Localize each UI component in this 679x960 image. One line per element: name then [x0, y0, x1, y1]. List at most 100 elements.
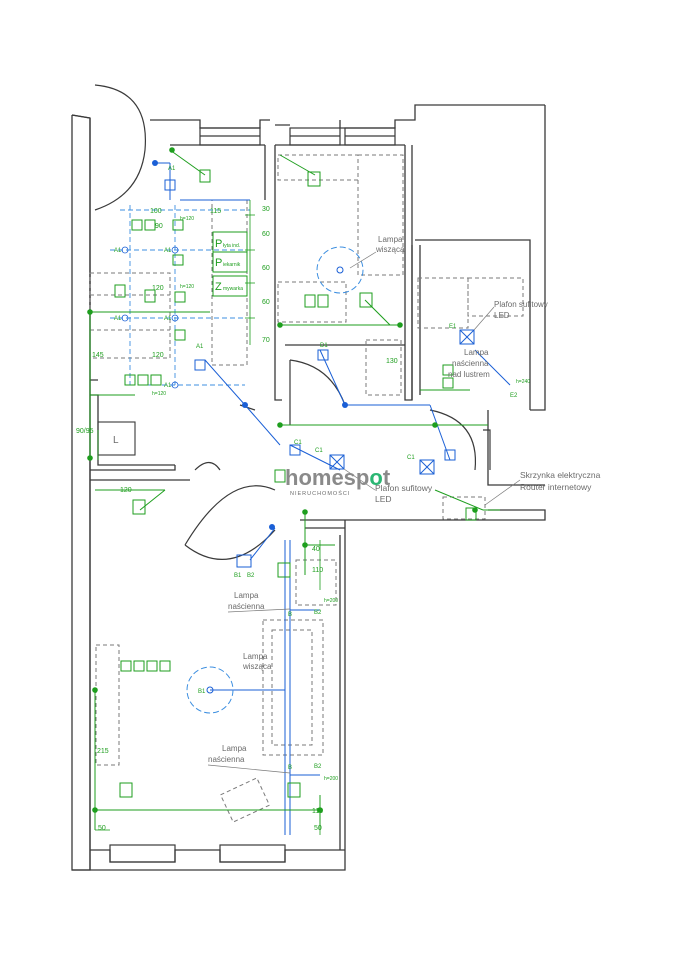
- socket-icon: [124, 374, 136, 386]
- logo-text-part1: homesp: [285, 465, 369, 490]
- tag-e1: E1: [449, 324, 457, 330]
- socket-icon: [144, 219, 156, 231]
- dimension-lines: [95, 200, 321, 835]
- socket-icon: [133, 660, 145, 672]
- wall-kitchen-right: [264, 145, 282, 401]
- dim-110a: 110: [312, 567, 323, 574]
- socket-icon: [199, 169, 211, 183]
- lamp-circles: [186, 246, 364, 714]
- electrical-box: [442, 496, 486, 520]
- circuit-tags: A1 A1 A1 A1 A1 A1 A1 B1 B2 B B2 B1 B B2 …: [114, 166, 518, 771]
- wall-room-bottom: [90, 849, 345, 863]
- door-entry: [94, 84, 147, 211]
- kitchen-zmywarka-sub: mywarka: [223, 286, 243, 292]
- socket-icon: [132, 499, 146, 515]
- wiring-solid: [155, 162, 511, 835]
- tag-b2: B2: [247, 573, 255, 579]
- homespot-logo: homespot NIERUCHOMOŚCI: [285, 465, 391, 497]
- socket-icon: [144, 289, 156, 303]
- wall-top-room2: [275, 104, 545, 129]
- dim-130: 130: [386, 358, 398, 365]
- socket-icon: [307, 171, 321, 187]
- dim-110b: 110: [312, 808, 323, 815]
- dim-h200a: h=200: [324, 598, 338, 604]
- junctions-blue: [152, 160, 348, 530]
- socket-icon: [359, 292, 373, 308]
- shelf-room: [295, 559, 337, 606]
- label-lampa-lustro-1: Lampa: [464, 348, 489, 357]
- dim-115: 115: [210, 208, 221, 215]
- dim-h200b: h=200: [324, 776, 338, 782]
- tag-a1: A1: [168, 166, 176, 172]
- label-lampa-nascienna-mid-2: naścienna: [228, 602, 265, 611]
- dim-120a: 120: [152, 285, 164, 292]
- door-kitchen: [194, 404, 256, 471]
- dim-90-95: 90/95: [76, 428, 94, 435]
- desk-room2: [277, 281, 347, 323]
- socket-icon: [172, 219, 184, 231]
- switch-icon: [164, 179, 176, 191]
- tag-b2: B2: [314, 764, 322, 770]
- tag-b2: B2: [314, 610, 322, 616]
- label-plafon-bath-1: Plafon sufitowy: [494, 300, 548, 309]
- dim-215: 215: [97, 748, 109, 755]
- wall-room2-right: [404, 145, 413, 401]
- bath-sink: [467, 277, 524, 317]
- socket-icon: [172, 254, 184, 266]
- socket-icon: [442, 364, 454, 376]
- svg-text:homespot: homespot: [285, 465, 391, 490]
- dim-50b: 50: [314, 825, 322, 832]
- cabinet-room2: [365, 339, 402, 396]
- label-skrzynka-1: Skrzynka elektryczna: [520, 470, 601, 480]
- door-room: [184, 485, 276, 560]
- tag-a1: A1: [164, 383, 172, 389]
- dim-90: 90: [155, 223, 163, 230]
- dim-120c: 120: [120, 487, 132, 494]
- appliances: [212, 231, 248, 297]
- wall-outer-left: [71, 114, 91, 871]
- windows: [109, 127, 396, 863]
- kitchen-piekarnik-letter: P: [215, 257, 222, 269]
- dim-120b: 120: [152, 352, 164, 359]
- wall-kitchen-lower: [90, 465, 176, 471]
- lamp-point-icon: [336, 266, 344, 274]
- socket-icon: [137, 374, 149, 386]
- label-plafon-bath-2: LED: [494, 311, 510, 320]
- label-lampa-lustro-3: nad lustrem: [448, 370, 490, 379]
- label-lampa-nascienna-low-1: Lampa: [222, 744, 247, 753]
- label-skrzynka-2: Router internetowy: [520, 482, 592, 492]
- dimension-texts: 100 115 30 60 60 60 70 90 120 120 145 13…: [76, 206, 530, 832]
- socket-icon: [146, 660, 158, 672]
- label-lampa-nascienna-mid-1: Lampa: [234, 591, 259, 600]
- dim-145: 145: [92, 352, 104, 359]
- chair-room: [219, 777, 271, 823]
- socket-icon: [174, 291, 186, 303]
- kitchen-plyta-letter: P: [215, 238, 222, 250]
- wall-outer-bottom: [72, 858, 346, 871]
- window-bottom-right: [219, 844, 286, 863]
- sockets-wiring: [89, 149, 500, 830]
- socket-icon: [131, 219, 143, 231]
- kitchen-piekarnik-sub: iekarnik: [223, 262, 241, 268]
- tag-e2: E2: [510, 393, 518, 399]
- kitchen-plyta-sub: łyta ind.: [223, 243, 240, 249]
- kitchen-zmywarka-letter: Z: [215, 281, 222, 293]
- bed-room2: [357, 154, 404, 276]
- switch-icon: [444, 449, 456, 461]
- dim-50a: 50: [98, 825, 106, 832]
- socket-icon: [174, 329, 186, 341]
- tag-b1: B1: [234, 573, 242, 579]
- dim-h120a: h=120: [180, 216, 194, 222]
- label-lampa-wiszaca-room-2: wisząca: [242, 662, 272, 671]
- window-bottom-left: [109, 844, 176, 863]
- tag-a1: A1: [164, 316, 172, 322]
- logo-subtext: NIERUCHOMOŚCI: [290, 489, 350, 497]
- dim-h120b: h=120: [180, 284, 194, 290]
- tag-a1: A1: [196, 344, 204, 350]
- door-room2: [289, 359, 346, 425]
- dim-70: 70: [262, 337, 270, 344]
- tag-d1: D1: [320, 343, 328, 349]
- logo-text-part2: t: [383, 465, 391, 490]
- socket-icon: [465, 507, 477, 521]
